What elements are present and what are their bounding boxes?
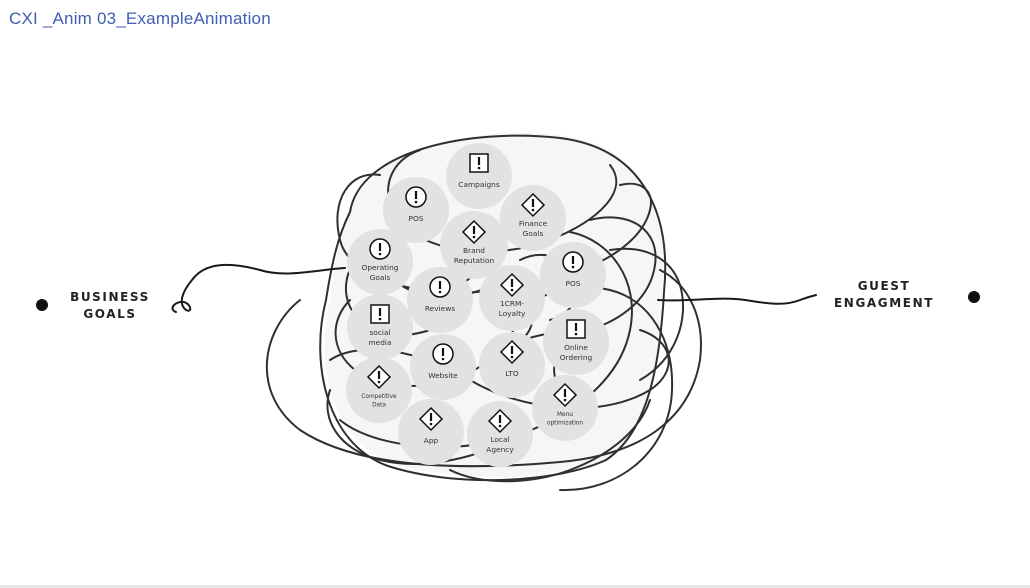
node-label: LTO [505, 369, 519, 378]
diamond-exclamation-icon [487, 408, 513, 434]
node-label: Goals [523, 229, 544, 238]
node-label: social [369, 328, 390, 337]
node-label: Data [372, 402, 386, 408]
node-layer: CampaignsPOSFinanceGoalsBrandReputationO… [346, 143, 609, 467]
node-bubble [407, 267, 473, 333]
node-label: POS [409, 214, 424, 223]
circle-exclamation-icon [562, 251, 584, 273]
node-label: Operating [362, 263, 399, 272]
diamond-exclamation-icon [499, 339, 525, 365]
node-pos-right: POS [540, 242, 606, 308]
square-exclamation-icon [370, 304, 390, 324]
diamond-exclamation-icon [520, 192, 546, 218]
node-bubble [543, 309, 609, 375]
node-bubble [479, 332, 545, 398]
business-goals-label-line2: GOALS [83, 307, 136, 321]
node-bubble [540, 242, 606, 308]
node-label: media [368, 338, 391, 347]
node-bubble [479, 265, 545, 331]
node-bubble [347, 294, 413, 360]
node-bubble [532, 375, 598, 441]
circle-exclamation-icon [429, 276, 451, 298]
diamond-exclamation-icon [366, 364, 392, 390]
node-label: Loyalty [499, 309, 526, 318]
node-menu-optimization: Menu optimization [532, 375, 598, 441]
square-exclamation-icon [566, 319, 586, 339]
circle-exclamation-icon [432, 343, 454, 365]
node-label: Website [428, 371, 458, 380]
diamond-exclamation-icon [461, 219, 487, 245]
node-label: Reviews [425, 304, 455, 313]
node-label: Reputation [454, 256, 495, 265]
node-bubble [347, 229, 413, 295]
node-label: Goals [370, 273, 391, 282]
node-crm-loyalty: 1CRM-Loyalty [479, 265, 545, 331]
right-thread [657, 294, 817, 305]
bottom-scroll-track [0, 585, 1030, 588]
node-bubble [398, 399, 464, 465]
square-exclamation-icon [469, 153, 489, 173]
guest-engagment-label-line2: ENGAGMENT [834, 296, 934, 310]
node-label: Menu [557, 412, 573, 418]
node-label: Agency [486, 445, 514, 454]
business-goals-label-line1: BUSINESS [70, 290, 150, 304]
circle-exclamation-icon [405, 186, 427, 208]
node-bubble [500, 185, 566, 251]
node-label: Ordering [560, 353, 593, 362]
guest-engagment-label-line1: GUEST [858, 279, 911, 293]
node-label: Online [564, 343, 588, 352]
page-title: CXI _Anim 03_ExampleAnimation [9, 9, 271, 28]
node-label: optimization [547, 420, 583, 426]
left-thread [171, 263, 346, 313]
circle-exclamation-icon [369, 238, 391, 260]
left-endpoint [36, 299, 48, 311]
node-label: App [424, 436, 439, 445]
node-label: Finance [519, 219, 548, 228]
node-bubble [446, 143, 512, 209]
node-bubble [383, 177, 449, 243]
node-pos-top: POS [383, 177, 449, 243]
node-bubble [440, 211, 508, 279]
node-label: Local [490, 435, 509, 444]
node-label: Competitive [361, 394, 397, 400]
node-label: Campaigns [458, 180, 500, 189]
node-bubble [346, 357, 412, 423]
diamond-exclamation-icon [418, 406, 444, 432]
node-lto: LTO [479, 332, 545, 398]
diamond-exclamation-icon [499, 272, 525, 298]
node-label: 1CRM- [500, 299, 524, 308]
node-label: Brand [463, 246, 485, 255]
diamond-exclamation-icon [552, 382, 578, 408]
node-bubble [410, 334, 476, 400]
node-label: POS [566, 279, 581, 288]
node-app: App [398, 399, 464, 465]
node-website: Website [410, 334, 476, 400]
right-endpoint [968, 291, 980, 303]
node-bubble [467, 401, 533, 467]
node-reviews: Reviews [407, 267, 473, 333]
node-campaigns: Campaigns [446, 143, 512, 209]
